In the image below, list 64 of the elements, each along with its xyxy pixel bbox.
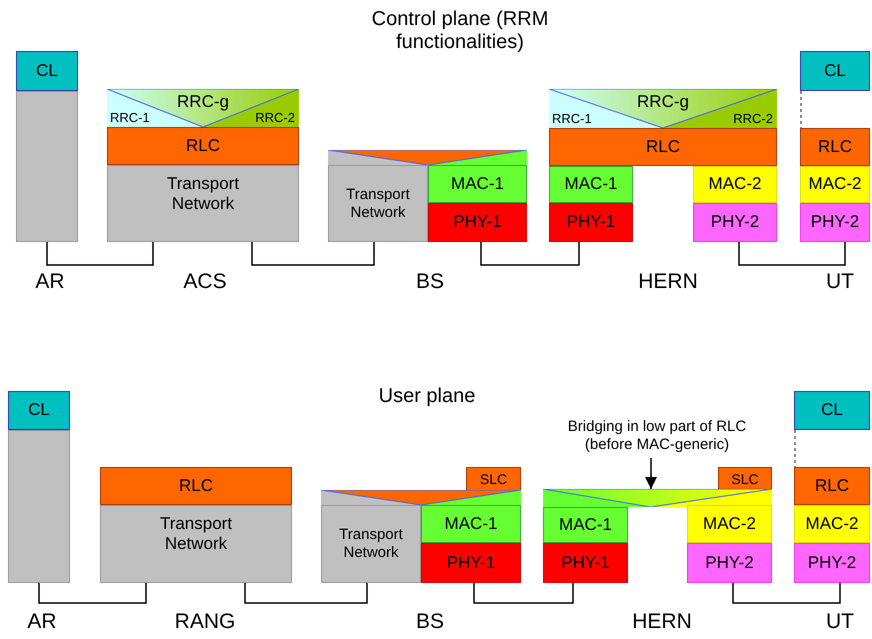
mac-layer-block: MAC-1 [549,166,633,203]
plane-heading: User plane [378,385,476,408]
network-element-label: AR [34,270,66,294]
annotation-text: Bridging in low part of RLC (before MAC-generic) [560,414,754,458]
network-node-block: Transport Network [107,165,299,242]
sublayer-label: RRC-2 [255,110,295,126]
network-element-label: RANG [174,610,236,634]
connector-line [738,242,846,266]
network-element-label: BS [414,610,445,634]
protocol-layer-band [543,489,772,507]
connector-line [46,242,154,266]
network-node-block [16,91,78,242]
network-element-label: AR [26,610,58,634]
connector-line [251,242,375,266]
phy-layer-block: PHY-1 [549,203,633,242]
network-node-block [8,430,70,583]
network-element-label: ACS [182,270,228,294]
connector-line [473,583,574,604]
phy-layer-block: PHY-2 [687,543,772,583]
network-element-label: UT [825,610,855,634]
mac-layer-block: MAC-1 [543,507,628,543]
rlc-layer-block: SLC [718,467,772,491]
convergence-layer-block: CL [794,391,870,430]
sublayer-label: RRC-2 [733,111,773,127]
connector-line [732,583,841,604]
rlc-layer-block: RLC [107,127,299,165]
connector-line [38,583,147,604]
phy-layer-block: PHY-2 [800,203,870,242]
convergence-layer-block: CL [16,51,78,91]
rlc-layer-block: RLC [794,467,870,505]
connector-line [244,583,368,604]
mac-layer-block: MAC-2 [794,505,870,543]
mac-layer-block: MAC-2 [687,505,772,543]
leader-arrow [645,458,657,489]
mac-layer-block: MAC-2 [693,166,777,203]
rrc-layer-band [549,89,777,128]
rlc-layer-block: RLC [800,128,870,166]
network-element-label: HERN [637,270,699,294]
protocol-layer-band [321,490,521,505]
mac-layer-block: MAC-2 [800,166,870,203]
dashed-link-line [794,430,796,467]
rlc-layer-block: RLC [549,128,777,166]
network-element-label: UT [825,270,855,294]
connector-line [480,242,580,266]
protocol-layer-band [328,150,527,165]
phy-layer-block: PHY-1 [543,543,628,583]
phy-layer-block: PHY-1 [428,203,527,242]
plane-heading: Control plane (RRM functionalities) [370,8,550,54]
dashed-link-line [800,91,802,128]
sublayer-label: RRC-1 [110,110,150,126]
network-element-label: HERN [631,610,693,634]
phy-layer-block: PHY-1 [421,543,521,583]
rlc-layer-block: RLC [100,467,292,505]
phy-layer-block: PHY-2 [794,543,870,583]
rrc-layer-band [107,89,299,127]
layer-label: RRC-g [637,92,689,112]
convergence-layer-block: CL [800,51,870,91]
rlc-layer-block: SLC [466,467,521,491]
phy-layer-block: PHY-2 [693,203,777,242]
network-node-block: Transport Network [100,505,292,583]
convergence-layer-block: CL [8,391,70,430]
network-element-label: BS [414,270,445,294]
sublayer-label: RRC-1 [552,111,592,127]
layer-label: RRC-g [177,92,229,112]
